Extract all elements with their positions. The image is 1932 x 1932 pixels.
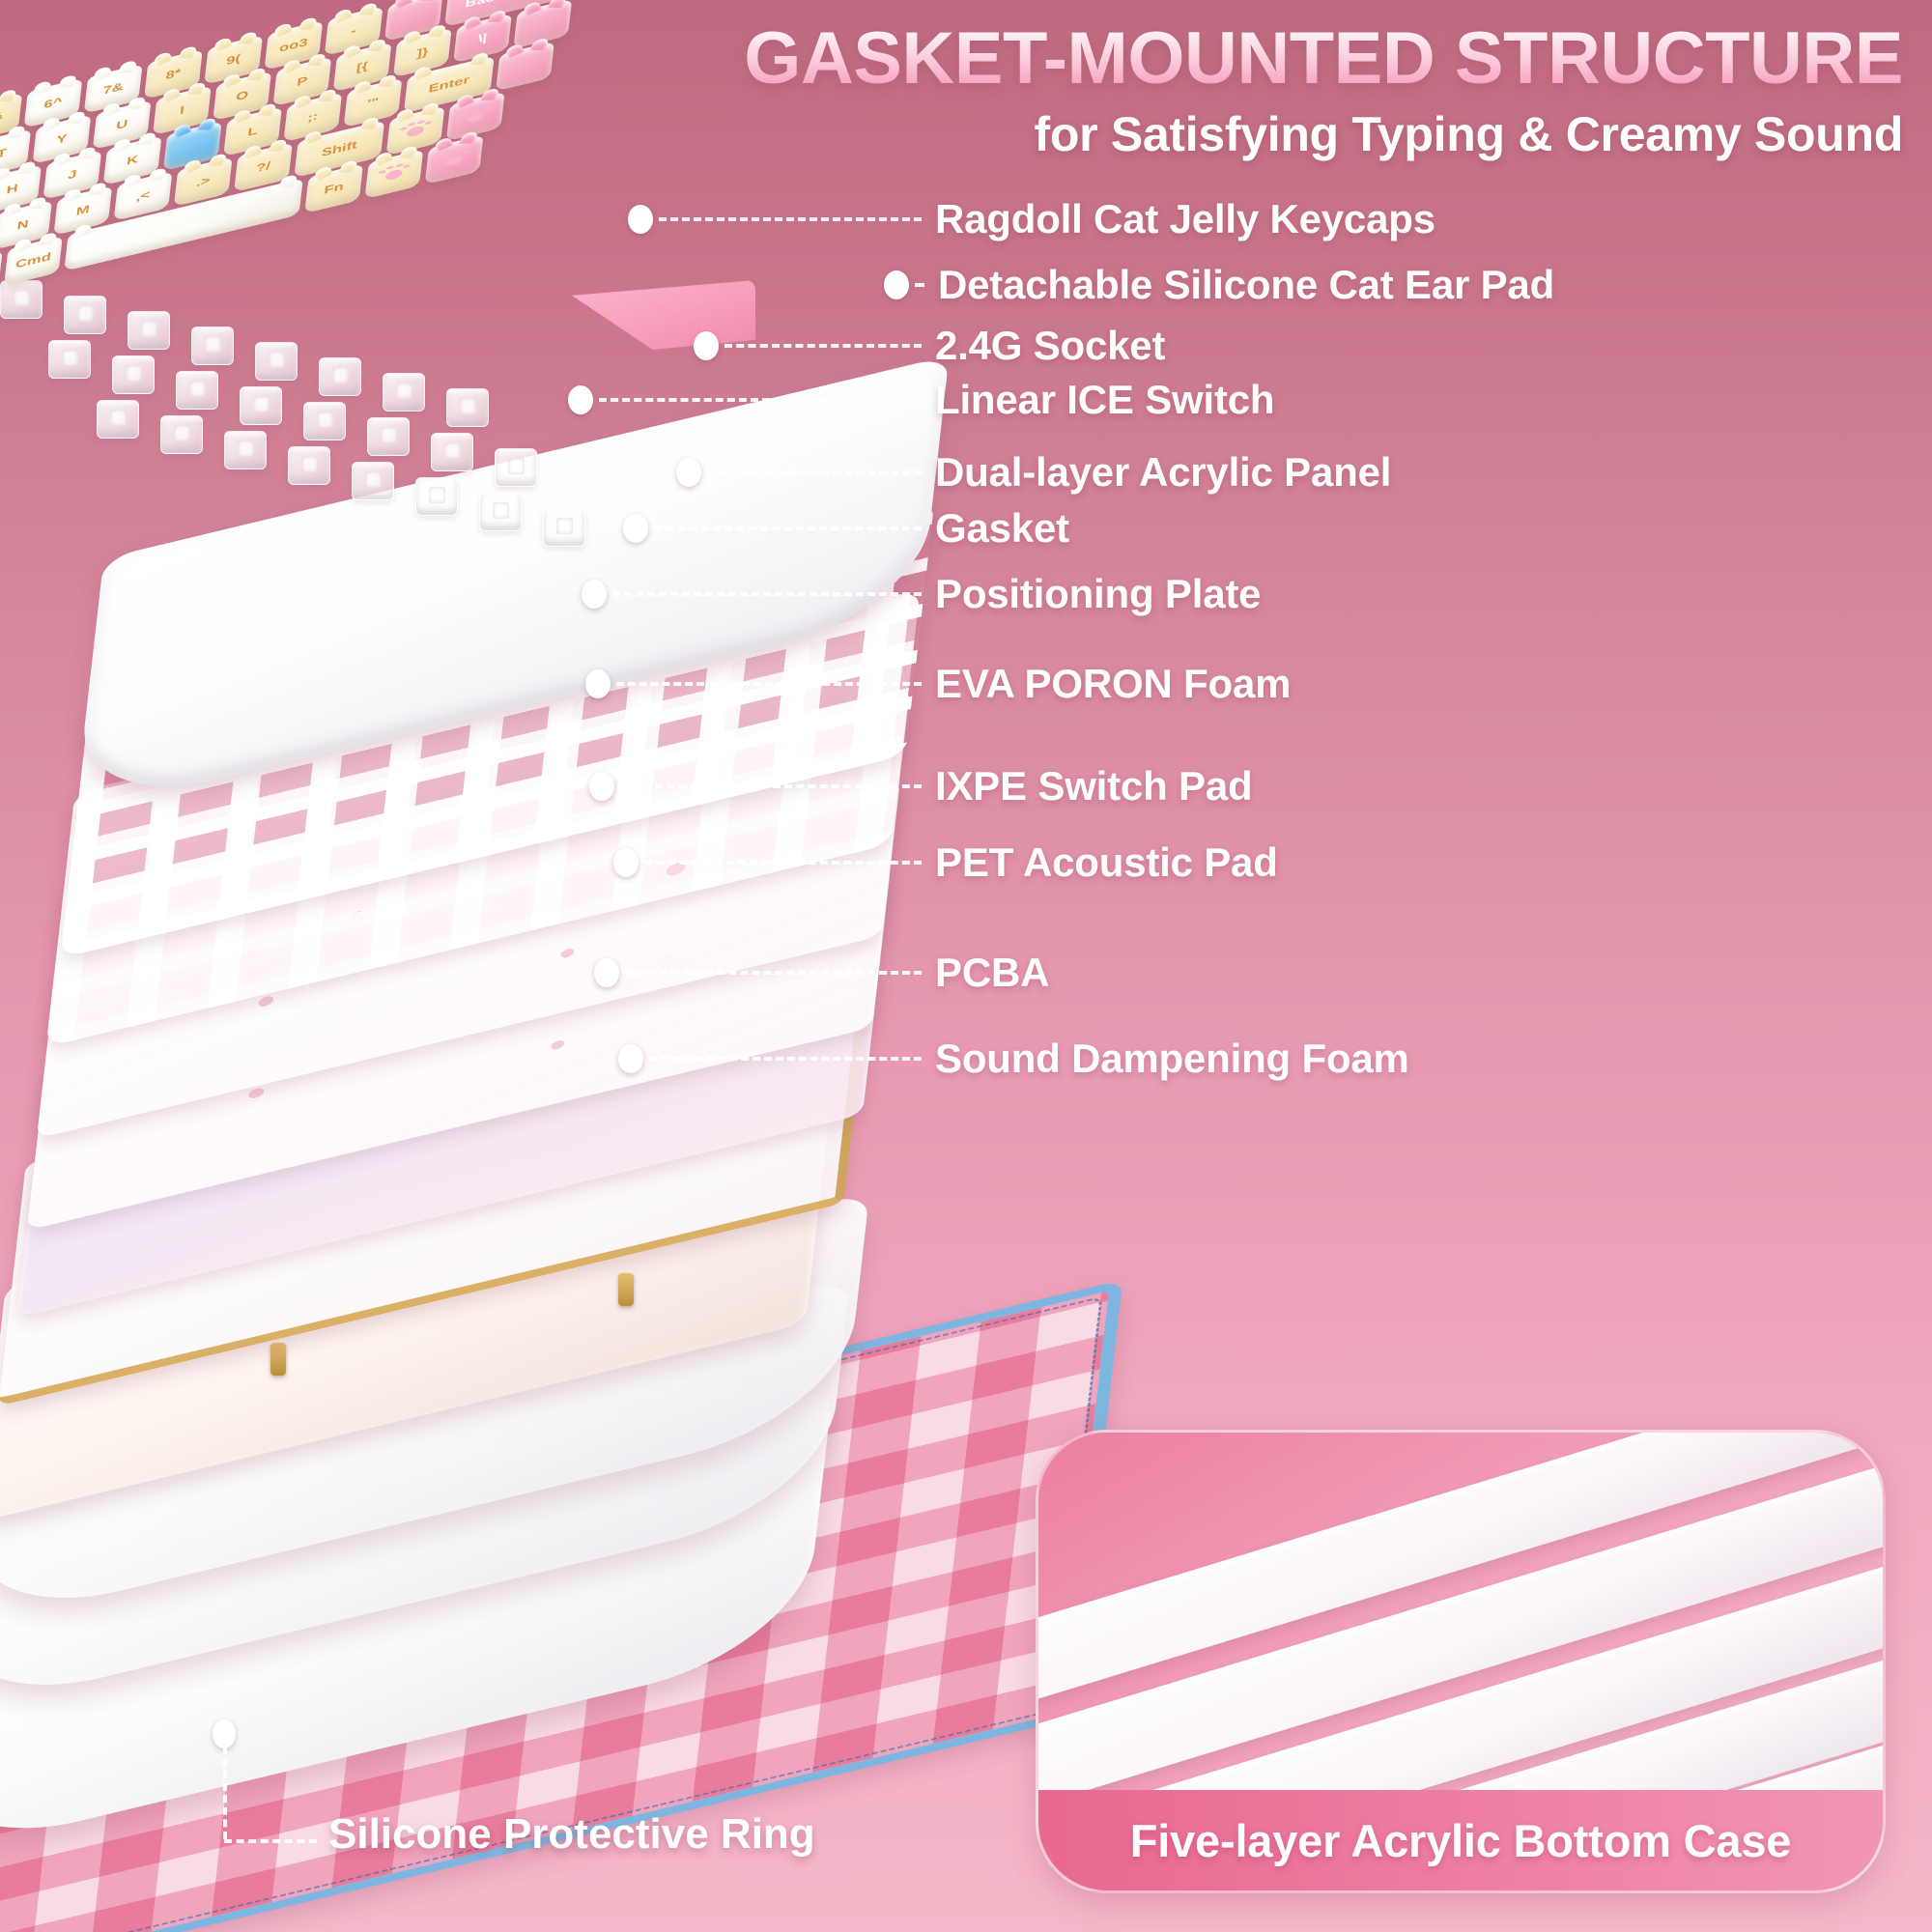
- callout-dot: [623, 514, 648, 543]
- callout-label: Positioning Plate: [935, 571, 1262, 616]
- callout-dash-line: [599, 398, 922, 402]
- callout-dash-line: [620, 784, 922, 788]
- callout-dot: [618, 1044, 643, 1073]
- callout-label: 2.4G Socket: [935, 323, 1166, 368]
- inset-zoom-card: Five-layer Acrylic Bottom Case: [1036, 1430, 1886, 1893]
- cat-paw-icon: [406, 125, 425, 138]
- callout-dot: [585, 669, 611, 698]
- callout-vertical-dash: [223, 1747, 227, 1839]
- callout-label: Ragdoll Cat Jelly Keycaps: [935, 196, 1435, 242]
- callout-label: EVA PORON Foam: [935, 661, 1292, 706]
- callout-label: Silicone Protective Ring: [328, 1810, 815, 1858]
- callout-label: Linear ICE Switch: [935, 377, 1275, 422]
- callout-dot: [884, 270, 909, 299]
- callout-dash-line: [724, 344, 922, 348]
- callout-dot: [694, 331, 719, 360]
- cat-paw-icon: [384, 168, 404, 182]
- page-title: GASKET-MOUNTED STRUCTURE: [319, 21, 1903, 97]
- callout-dash-line: [612, 592, 922, 596]
- callout-label: Detachable Silicone Cat Ear Pad: [938, 262, 1555, 307]
- callout-label: Sound Dampening Foam: [935, 1036, 1409, 1081]
- callout-label: PET Acoustic Pad: [935, 839, 1278, 885]
- callout-horizontal-dash: [224, 1839, 317, 1843]
- callout-dash-line: [649, 1057, 922, 1061]
- keycap: Alt: [0, 250, 3, 300]
- callout-label: IXPE Switch Pad: [935, 763, 1253, 809]
- exploded-keyboard-illustration: 4$5&6^7&8*9(oo3-BackspaceTYUIOP[{]}\|GHJ…: [0, 0, 1024, 1932]
- screw-post-left: [270, 1343, 286, 1376]
- callout-dot: [589, 772, 614, 801]
- inset-caption-label: Five-layer Acrylic Bottom Case: [1129, 1814, 1792, 1866]
- page-subtitle: for Satisfying Typing & Creamy Sound: [1034, 107, 1904, 161]
- callout-dash-line: [654, 526, 922, 530]
- callout-label: Dual-layer Acrylic Panel: [935, 449, 1392, 495]
- callout-dot: [676, 458, 701, 487]
- callout-label: Gasket: [935, 505, 1069, 551]
- callout-dot: [582, 580, 607, 609]
- callout-dash-line: [644, 861, 922, 865]
- screw-post-right: [618, 1273, 634, 1306]
- cat-paw-icon: [444, 154, 464, 167]
- cat-paw-icon: [466, 110, 485, 124]
- callout-dot: [628, 205, 653, 234]
- callout-label: PCBA: [935, 950, 1050, 995]
- callout-dash-line: [625, 971, 922, 975]
- callout-dash-line: [915, 283, 924, 287]
- callout-dot: [594, 958, 619, 987]
- callout-dash-line: [616, 682, 922, 686]
- detachable-silicone-cat-ear-pad: [572, 280, 755, 350]
- inset-caption-bar: Five-layer Acrylic Bottom Case: [1038, 1790, 1883, 1890]
- callout-dot: [568, 385, 593, 414]
- callout-dash-line: [659, 217, 922, 221]
- callout-dot: [213, 1719, 236, 1748]
- callout-dash-line: [707, 470, 922, 474]
- callout-dot: [613, 848, 639, 877]
